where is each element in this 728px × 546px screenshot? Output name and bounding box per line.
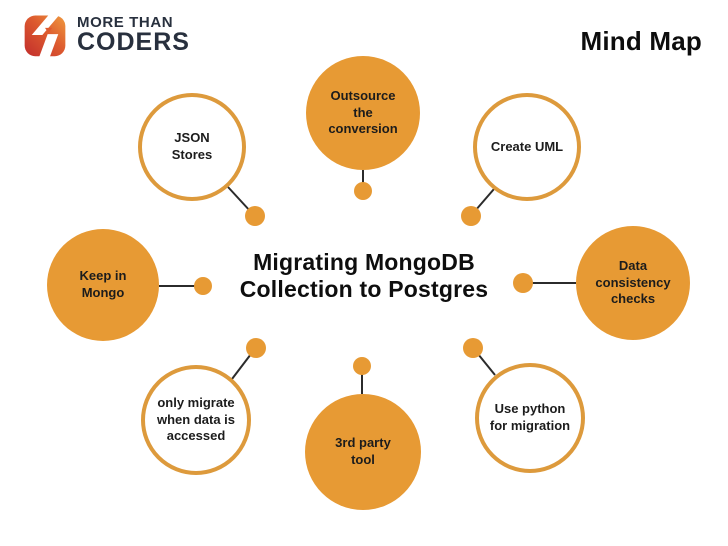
node-create-uml: Create UML bbox=[473, 93, 581, 201]
node-label: Use python for migration bbox=[489, 401, 571, 433]
node-keep-in-mongo: Keep in Mongo bbox=[47, 229, 159, 341]
node-label: Data consistency checks bbox=[595, 257, 671, 307]
node-outsource-conversion: Outsource the conversion bbox=[306, 56, 420, 170]
joint-dot-outsource bbox=[354, 182, 372, 200]
node-label: Create UML bbox=[490, 138, 564, 154]
joint-dot-create-uml bbox=[461, 206, 481, 226]
connector-use-python bbox=[477, 353, 496, 376]
node-use-python-for-migration: Use python for migration bbox=[475, 363, 585, 473]
joint-dot-keep-in-mongo bbox=[194, 277, 212, 295]
central-topic: Migrating MongoDB Collection to Postgres bbox=[239, 249, 489, 303]
node-data-consistency-checks: Data consistency checks bbox=[576, 226, 690, 340]
logo-wordmark: MORE THAN CODERS bbox=[77, 13, 190, 57]
logo-line2: CODERS bbox=[77, 28, 190, 57]
joint-dot-only-migrate bbox=[246, 338, 266, 358]
page-title: Mind Map bbox=[580, 26, 702, 56]
node-label: JSON Stores bbox=[171, 130, 213, 162]
node-json-stores: JSON Stores bbox=[138, 93, 246, 201]
more-than-coders-logo-icon bbox=[24, 12, 66, 58]
node-label: 3rd party tool bbox=[335, 435, 391, 467]
connector-create-uml bbox=[474, 188, 495, 212]
node-only-migrate-when-accessed: only migrate when data is accessed bbox=[141, 365, 251, 475]
logo: MORE THAN CODERS bbox=[22, 12, 190, 58]
connector-only-migrate bbox=[231, 353, 252, 380]
joint-dot-use-python bbox=[463, 338, 483, 358]
joint-dot-json-stores bbox=[245, 206, 265, 226]
node-3rd-party-tool: 3rd party tool bbox=[305, 394, 421, 510]
connector-json-stores bbox=[227, 186, 252, 213]
joint-dot-data-consistency bbox=[513, 273, 533, 293]
node-label: Outsource the conversion bbox=[328, 87, 398, 137]
node-label: Keep in Mongo bbox=[79, 268, 127, 300]
node-label: only migrate when data is accessed bbox=[156, 394, 236, 444]
logo-line1: MORE THAN bbox=[77, 13, 174, 31]
joint-dot-3rd-party bbox=[353, 357, 371, 375]
